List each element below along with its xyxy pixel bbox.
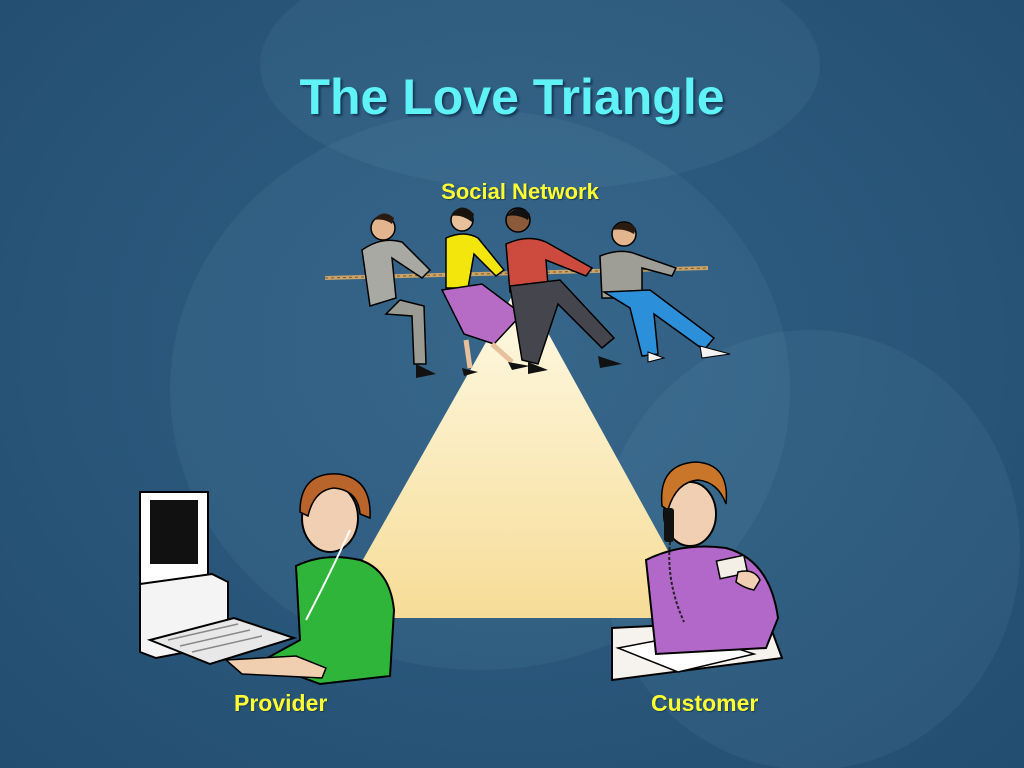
man-red-shirt xyxy=(505,207,622,374)
love-triangle xyxy=(330,282,705,618)
man-blue-jeans xyxy=(599,221,731,363)
label-customer: Customer xyxy=(651,690,759,716)
telephone-handset xyxy=(664,508,674,542)
woman-on-phone-illustration xyxy=(611,461,784,682)
customer-hair xyxy=(660,461,728,512)
provider-body xyxy=(257,556,396,686)
woman-at-computer-illustration xyxy=(139,473,396,686)
slide-title: The Love Triangle xyxy=(299,69,725,125)
label-social-network: Social Network xyxy=(441,179,599,204)
keyboard xyxy=(146,616,298,666)
tug-of-war-group-illustration xyxy=(324,207,731,378)
provider-hair xyxy=(299,473,371,520)
label-provider: Provider xyxy=(234,690,328,716)
phone-cord xyxy=(668,541,685,623)
woman-yellow-top xyxy=(440,207,530,376)
headset-cord xyxy=(305,529,351,621)
customer-body xyxy=(644,545,780,656)
man-grey-suit xyxy=(361,213,436,378)
